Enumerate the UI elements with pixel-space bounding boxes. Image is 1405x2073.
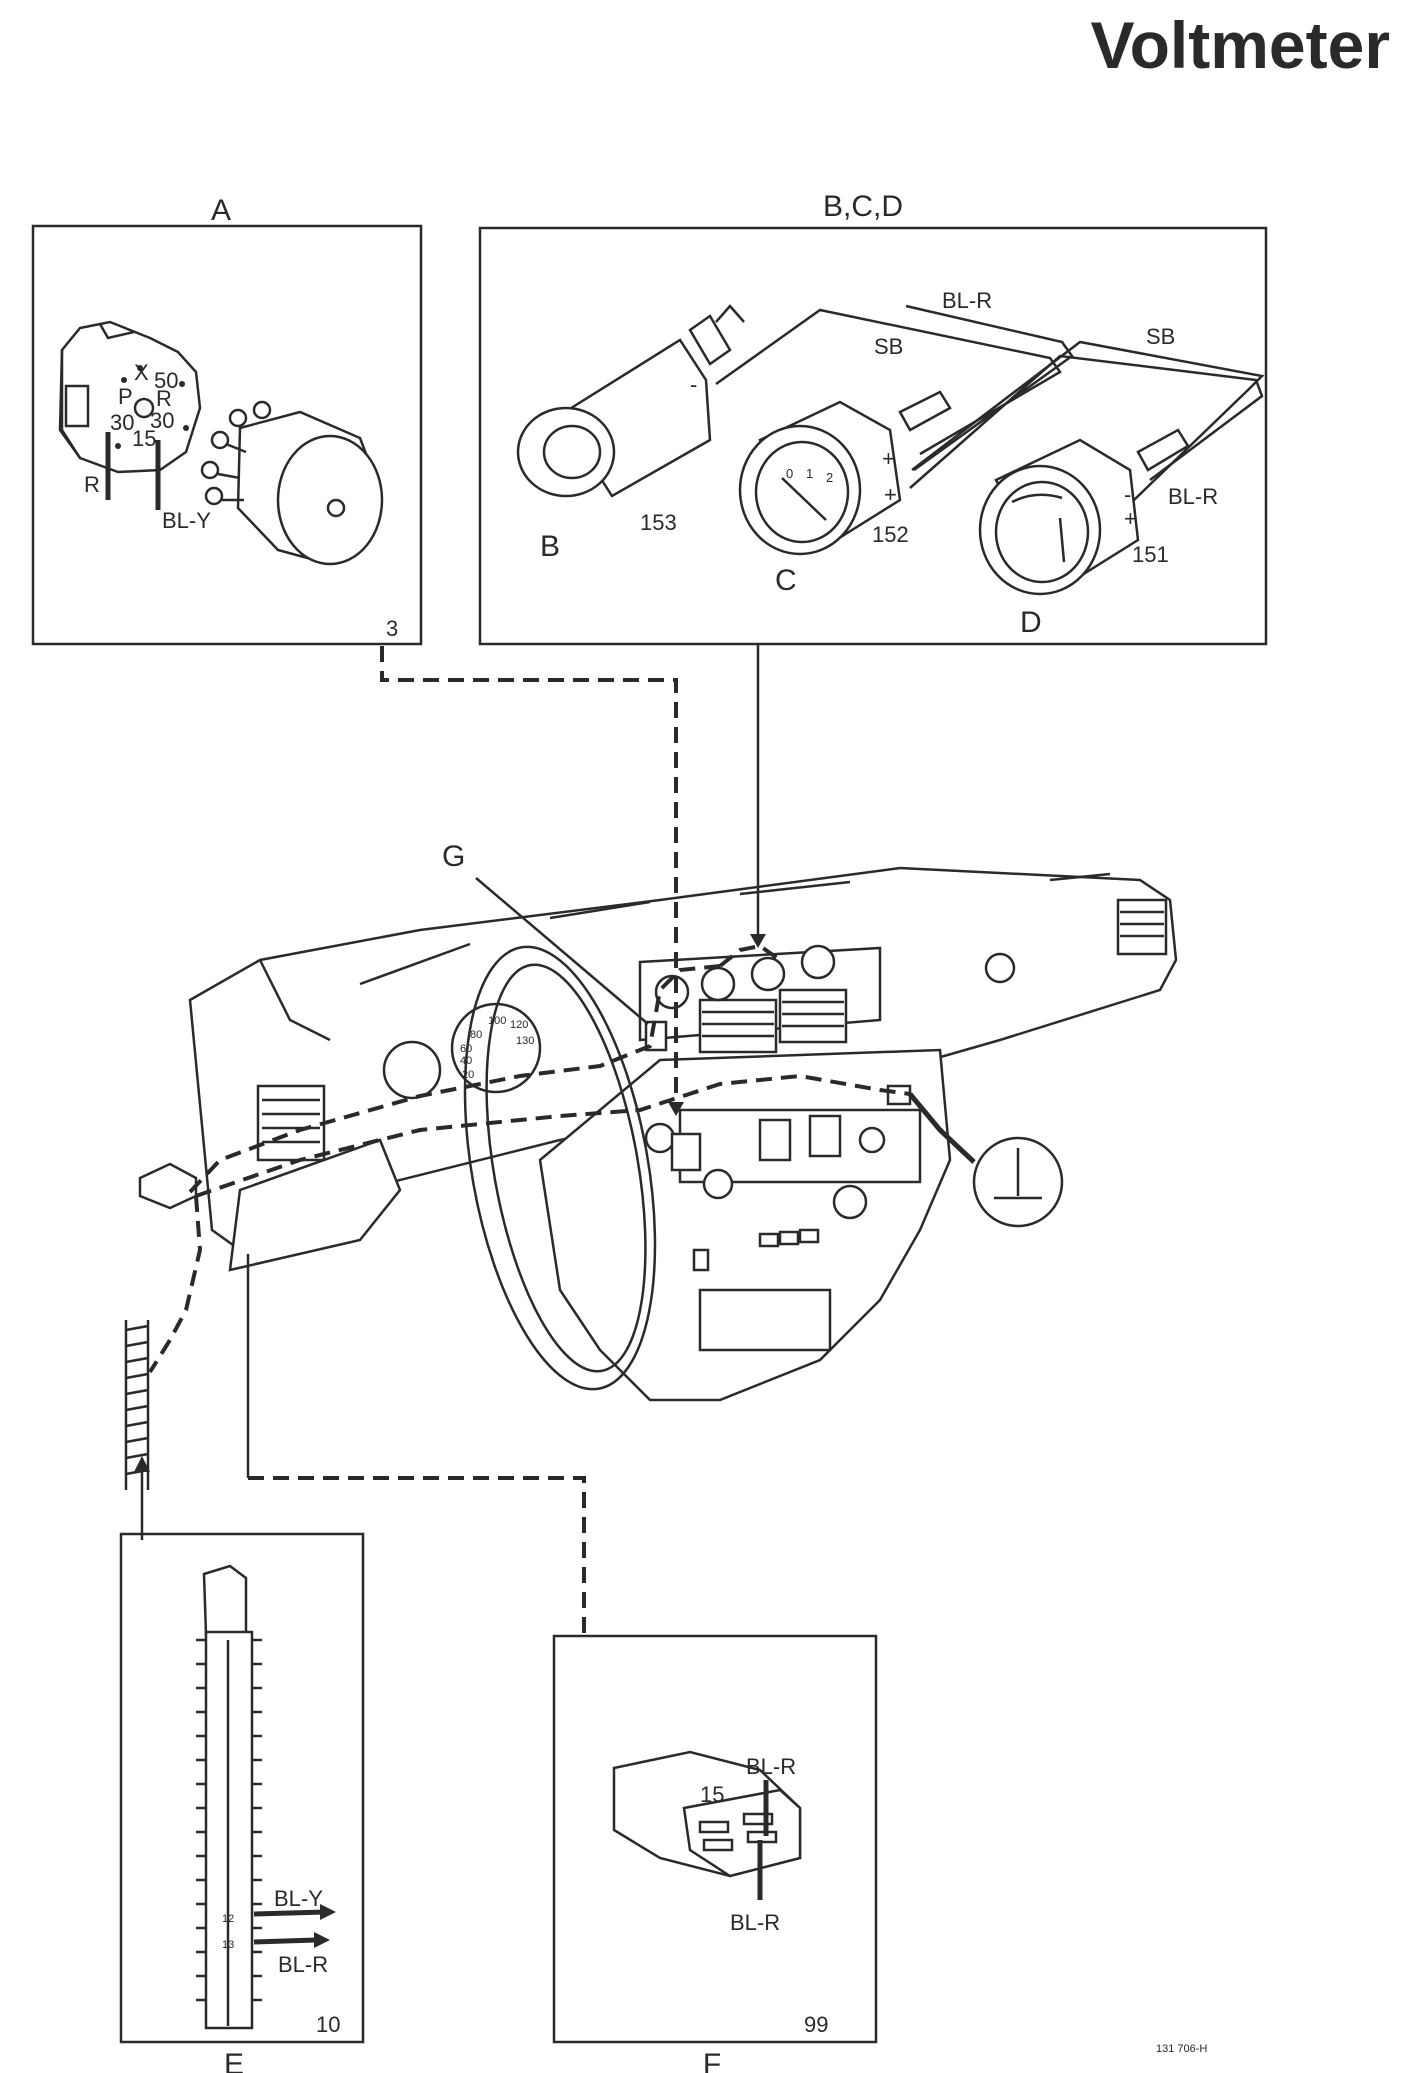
wire-label-sb-left: SB	[874, 334, 903, 359]
wire-bl-y-e	[253, 1909, 327, 1917]
dashboard-illustration: 100 120 80 130 60 40 20	[138, 866, 1178, 1402]
gauge-b-minus: -	[690, 372, 697, 397]
dash-vent-right	[1116, 898, 1168, 956]
gauge-c-scale-1: 1	[806, 466, 813, 481]
ground-symbol	[908, 1092, 1064, 1228]
harness-route-upper	[188, 964, 721, 1194]
panel-e-label: E	[224, 2048, 244, 2073]
gauge-c-plus: +	[884, 482, 897, 507]
panel-a-label: A	[211, 194, 231, 227]
route-dashboard-to-f	[248, 1476, 586, 1640]
panel-a-frame	[31, 224, 423, 646]
panel-e-page-ref: 10	[316, 2012, 340, 2037]
terminal-p: P	[118, 384, 133, 409]
center-vent-2	[778, 988, 848, 1044]
gauge-c-scale-0: 0	[786, 466, 793, 481]
terminal-12: 12	[222, 1913, 234, 1925]
wire-label-r: R	[84, 472, 100, 497]
dash-vent-left	[256, 1084, 326, 1162]
wire-label-bl-r-f-bottom: BL-R	[730, 1910, 780, 1935]
wire-bl-r-e	[253, 1937, 317, 1945]
wire-label-bl-y-e: BL-Y	[274, 1886, 323, 1911]
dash-speedometer	[450, 1002, 542, 1094]
dash-clock	[382, 1040, 442, 1100]
aux-gauge-2	[700, 966, 736, 1002]
page-title: Voltmeter	[1090, 8, 1390, 82]
gauge-c-voltmeter	[738, 390, 952, 556]
gauge-d	[978, 428, 1190, 596]
panel-e-frame	[119, 1532, 365, 2044]
terminal-15: 15	[132, 426, 156, 451]
panel-f-page-ref: 99	[804, 2012, 828, 2037]
aux-gauge-3	[750, 956, 786, 992]
gauge-b-letter: B	[540, 530, 560, 563]
panel-a: A X 50 P R 30 30 15 R BL-Y	[31, 194, 423, 646]
gauge-c-scale-2: 2	[826, 470, 833, 485]
harness-route-to-e	[148, 1195, 203, 1374]
aux-gauge-4	[800, 944, 836, 980]
wire-label-bl-r-e: BL-R	[278, 1952, 328, 1977]
gauge-d-number: 151	[1132, 542, 1169, 567]
gauge-c-number: 152	[872, 522, 909, 547]
panel-f-frame	[552, 1634, 878, 2044]
terminal-block-e	[196, 1564, 262, 2030]
steering-wheel	[463, 945, 657, 1391]
gauge-d-letter: D	[1020, 606, 1042, 639]
terminal-30-left: 30	[110, 410, 134, 435]
speedo-120: 120	[510, 1019, 528, 1031]
gauge-c-minus: +	[882, 446, 895, 471]
harness-connector	[138, 1162, 198, 1210]
glovebox-lock	[984, 952, 1016, 984]
gauge-d-plus: +	[1124, 506, 1137, 531]
gauge-c-letter: C	[775, 564, 797, 597]
ignition-switch-terminal-plate: X 50 P R 30 30 15	[58, 320, 202, 474]
relay-f	[612, 1750, 802, 1878]
gauge-b-number: 153	[640, 510, 677, 535]
ignition-key	[644, 1122, 702, 1172]
wire-label-bl-r-top: BL-R	[942, 288, 992, 313]
panel-bcd: B,C,D B 153 - 0 1 2 C 152 + +	[478, 190, 1268, 646]
ignition-switch-body	[200, 400, 384, 566]
speedo-100: 100	[488, 1015, 506, 1027]
wire-label-bl-r-f-top: BL-R	[746, 1754, 796, 1779]
callout-g-leader	[475, 877, 649, 1025]
callout-g-label: G	[442, 840, 465, 873]
wire-sb-c-to-d	[909, 354, 1264, 489]
terminal-x: X	[134, 360, 149, 385]
harness-route-lower	[195, 1073, 911, 1198]
wire-label-bl-y: BL-Y	[162, 508, 211, 533]
speedo-130: 130	[516, 1035, 534, 1047]
wire-bl-r-d	[911, 340, 1265, 501]
panel-e: E 10 12 13 BL-Y BL-R	[119, 1532, 365, 2073]
harness-route-gauges	[718, 943, 782, 968]
terminal-30-right: 30	[150, 408, 174, 433]
center-vent-1	[698, 998, 778, 1054]
wire-label-bl-r-right: BL-R	[1168, 484, 1218, 509]
figure-code: 131 706-H	[1156, 2043, 1207, 2055]
speedo-80: 80	[470, 1029, 482, 1041]
panel-f-label: F	[703, 2048, 721, 2073]
panel-f: F 99 15 BL-R BL-R	[552, 1634, 878, 2073]
speedo-20: 20	[462, 1069, 474, 1081]
wire-bl-r-c	[905, 304, 1074, 472]
wire-label-sb-right: SB	[1146, 324, 1175, 349]
panel-bcd-frame	[478, 226, 1268, 646]
fuse-strip	[124, 1320, 150, 1490]
terminal-r: R	[156, 386, 172, 411]
panel-a-page-ref: 3	[386, 616, 398, 641]
gauge-d-minus: -	[1124, 482, 1131, 507]
terminal-50: 50	[154, 368, 178, 393]
terminal-13: 13	[222, 1939, 234, 1951]
route-a-to-dashboard	[380, 646, 678, 1108]
gauge-b-housing	[516, 304, 745, 498]
panel-bcd-label: B,C,D	[823, 190, 903, 223]
relay-terminal-15: 15	[700, 1782, 724, 1807]
